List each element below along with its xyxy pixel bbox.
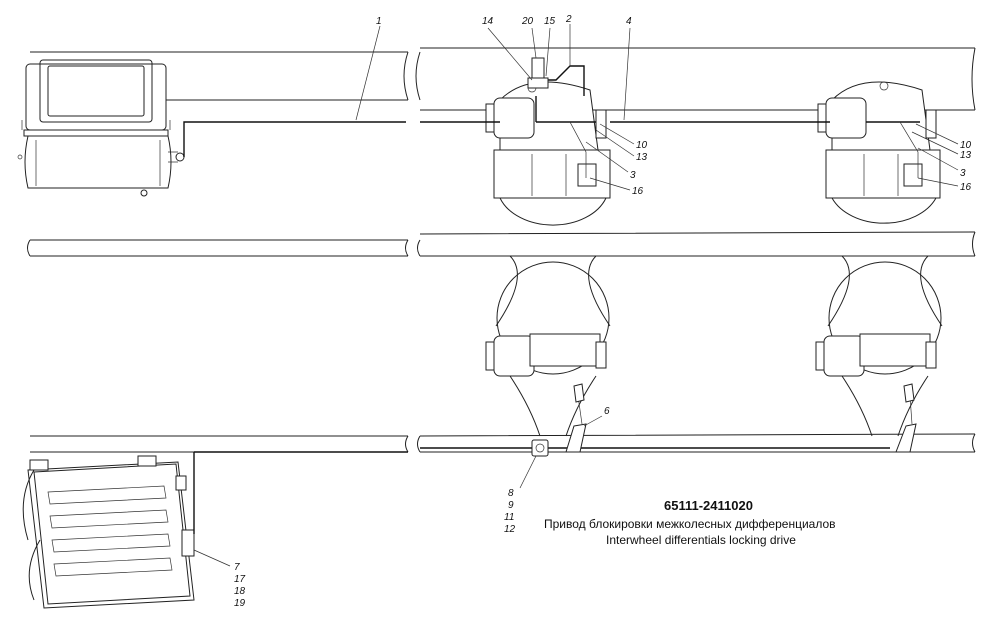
callout-8: 8 — [508, 488, 514, 499]
valve-assembly — [527, 57, 549, 89]
drawing-code: 65111-2411020 — [664, 498, 753, 513]
callout-10-front: 10 — [636, 140, 648, 151]
callout-12: 12 — [504, 524, 516, 535]
title-english: Interwheel differentials locking drive — [606, 533, 796, 547]
air-receiver-bottom — [22, 455, 195, 609]
callout-20: 20 — [521, 16, 534, 27]
callout-18: 18 — [234, 586, 246, 597]
title-block: 65111-2411020 Привод блокировки межколес… — [544, 498, 836, 547]
callout-16-rear: 16 — [960, 182, 972, 193]
callout-labels: 1 14 20 15 2 4 10 13 3 16 10 13 3 16 6 8… — [234, 14, 972, 609]
callout-7: 7 — [234, 562, 240, 573]
title-russian: Привод блокировки межколесных дифференци… — [544, 517, 836, 531]
air-receiver-top — [17, 59, 185, 197]
callout-15: 15 — [544, 16, 556, 27]
callout-4: 4 — [626, 16, 632, 27]
callout-1: 1 — [376, 16, 382, 27]
callout-13-rear: 13 — [960, 150, 972, 161]
callout-14: 14 — [482, 16, 494, 27]
callout-9: 9 — [508, 500, 514, 511]
drive-axle-front-top — [485, 81, 611, 226]
callout-16-front: 16 — [632, 186, 644, 197]
callout-2: 2 — [565, 14, 572, 25]
drive-axle-front-bottom — [485, 255, 611, 437]
lower-frame-rail — [30, 433, 976, 453]
leader-lines — [193, 24, 959, 567]
drive-axle-rear-bottom — [815, 255, 943, 437]
callout-10-rear: 10 — [960, 140, 972, 151]
callout-11: 11 — [504, 512, 514, 523]
lever-bracket — [565, 383, 917, 453]
callout-3-front: 3 — [630, 170, 636, 181]
callout-3-rear: 3 — [960, 168, 966, 179]
callout-19: 19 — [234, 598, 246, 609]
middle-frame-rail — [27, 231, 976, 257]
callout-6: 6 — [604, 406, 610, 417]
callout-17: 17 — [234, 574, 246, 585]
drive-axle-rear-top — [817, 81, 941, 224]
pipeline — [183, 65, 920, 534]
callout-13-front: 13 — [636, 152, 648, 163]
